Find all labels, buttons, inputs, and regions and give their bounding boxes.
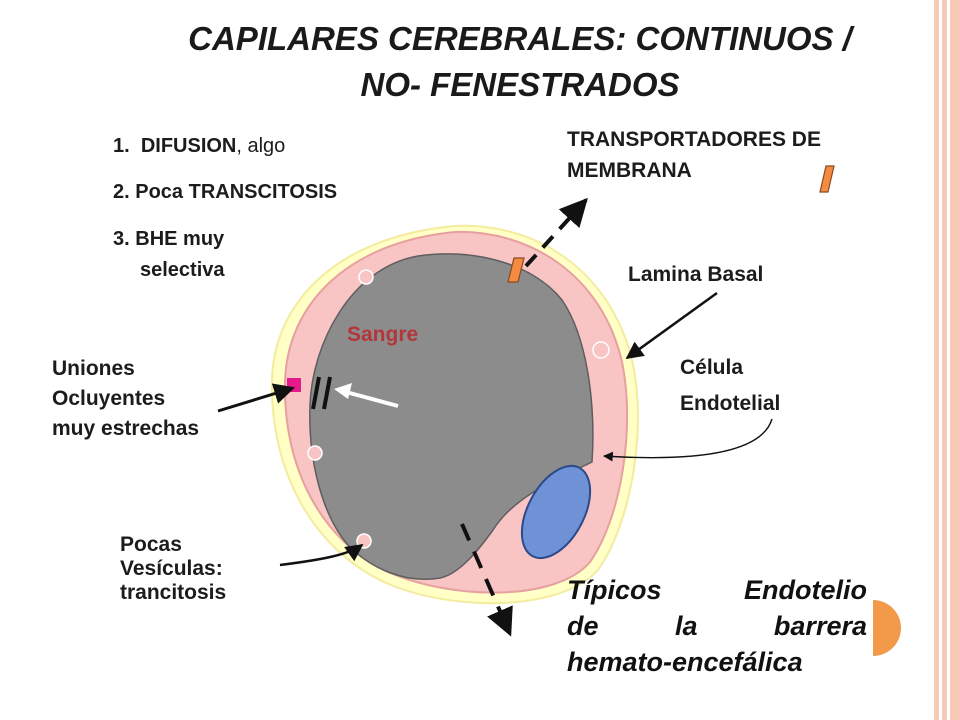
sangre-label: Sangre	[347, 323, 419, 346]
feature-text: Poca TRANSCITOSIS	[135, 181, 338, 203]
feature-number: 1.	[113, 135, 130, 157]
feature-item-3: 3. BHE muy	[113, 228, 224, 251]
tipicos-word: la	[674, 611, 698, 641]
vesicle	[307, 445, 323, 461]
tipicos-word: Endotelio	[744, 575, 867, 605]
uniones-line-2: Ocluyentes	[52, 387, 166, 410]
slide-title: CAPILARES CEREBRALES: CONTINUOS / NO- FE…	[120, 16, 920, 108]
transporter-icon	[819, 165, 835, 193]
feature-item-2: 2. Poca TRANSCITOSIS	[113, 181, 337, 204]
celula-endotelial-label: Célula Endotelial	[680, 356, 780, 416]
celula-line-1: Célula	[680, 356, 744, 379]
uniones-pointer	[217, 383, 296, 413]
pocas-line-2: Vesículas:	[120, 557, 223, 580]
title-line-1: CAPILARES CEREBRALES: CONTINUOS /	[188, 20, 852, 57]
pocas-vesiculas-label: Pocas Vesículas: trancitosis	[120, 533, 226, 605]
transcytosis-arrow	[460, 523, 513, 637]
pocas-line-3: trancitosis	[120, 581, 227, 604]
transport-arrow	[524, 197, 588, 268]
feature-number: 3.	[113, 228, 130, 250]
white-arrow-head	[334, 383, 352, 399]
transportadores-line-2: MEMBRANA	[567, 159, 692, 182]
feature-text: DIFUSION	[140, 135, 237, 157]
nucleus	[520, 464, 592, 560]
tipicos-line-1: Típicos Endotelio	[567, 572, 867, 608]
vesicle	[592, 341, 610, 359]
decor-stripe	[950, 0, 960, 720]
decor-stripe	[934, 0, 939, 720]
feature-text: BHE muy	[135, 228, 225, 250]
feature-number: 2.	[113, 181, 130, 203]
uniones-line-3: muy estrechas	[52, 417, 200, 440]
tipicos-caption: Típicos Endotelio de la barrera hemato-e…	[567, 572, 867, 680]
feature-text-rest: , algo	[236, 135, 286, 157]
pocas-line-1: Pocas	[120, 533, 182, 556]
tipicos-line-3: hemato-encefálica	[567, 647, 803, 677]
tipicos-line-2: de la barrera	[567, 608, 867, 644]
decor-stripe	[942, 0, 947, 720]
junction-slash	[311, 376, 321, 410]
uniones-label: Uniones Ocluyentes muy estrechas	[52, 354, 199, 444]
celula-line-2: Endotelial	[680, 392, 781, 415]
lumen	[309, 253, 594, 580]
vesicle	[358, 269, 374, 285]
tipicos-word: barrera	[773, 611, 867, 641]
endothelial-pointer	[603, 418, 773, 462]
title-line-2: NO- FENESTRADOS	[360, 66, 680, 103]
white-arrow	[345, 390, 399, 408]
transportadores-line-1: TRANSPORTADORES DE	[567, 128, 821, 151]
vesicles-pointer	[279, 543, 364, 567]
tipicos-word: de	[567, 611, 599, 641]
lamina-pointer	[625, 291, 718, 360]
uniones-line-1: Uniones	[52, 357, 135, 380]
feature-item-3-cont: selectiva	[140, 259, 225, 281]
accent-shape	[873, 600, 901, 656]
feature-item-1: 1. DIFUSION, algo	[113, 135, 285, 158]
junction-slash	[322, 376, 332, 410]
transporter-icon	[507, 257, 525, 283]
lamina-basal-label: Lamina Basal	[628, 263, 764, 286]
tipicos-word: Típicos	[567, 575, 662, 605]
transportadores-label: TRANSPORTADORES DE MEMBRANA	[567, 128, 821, 183]
